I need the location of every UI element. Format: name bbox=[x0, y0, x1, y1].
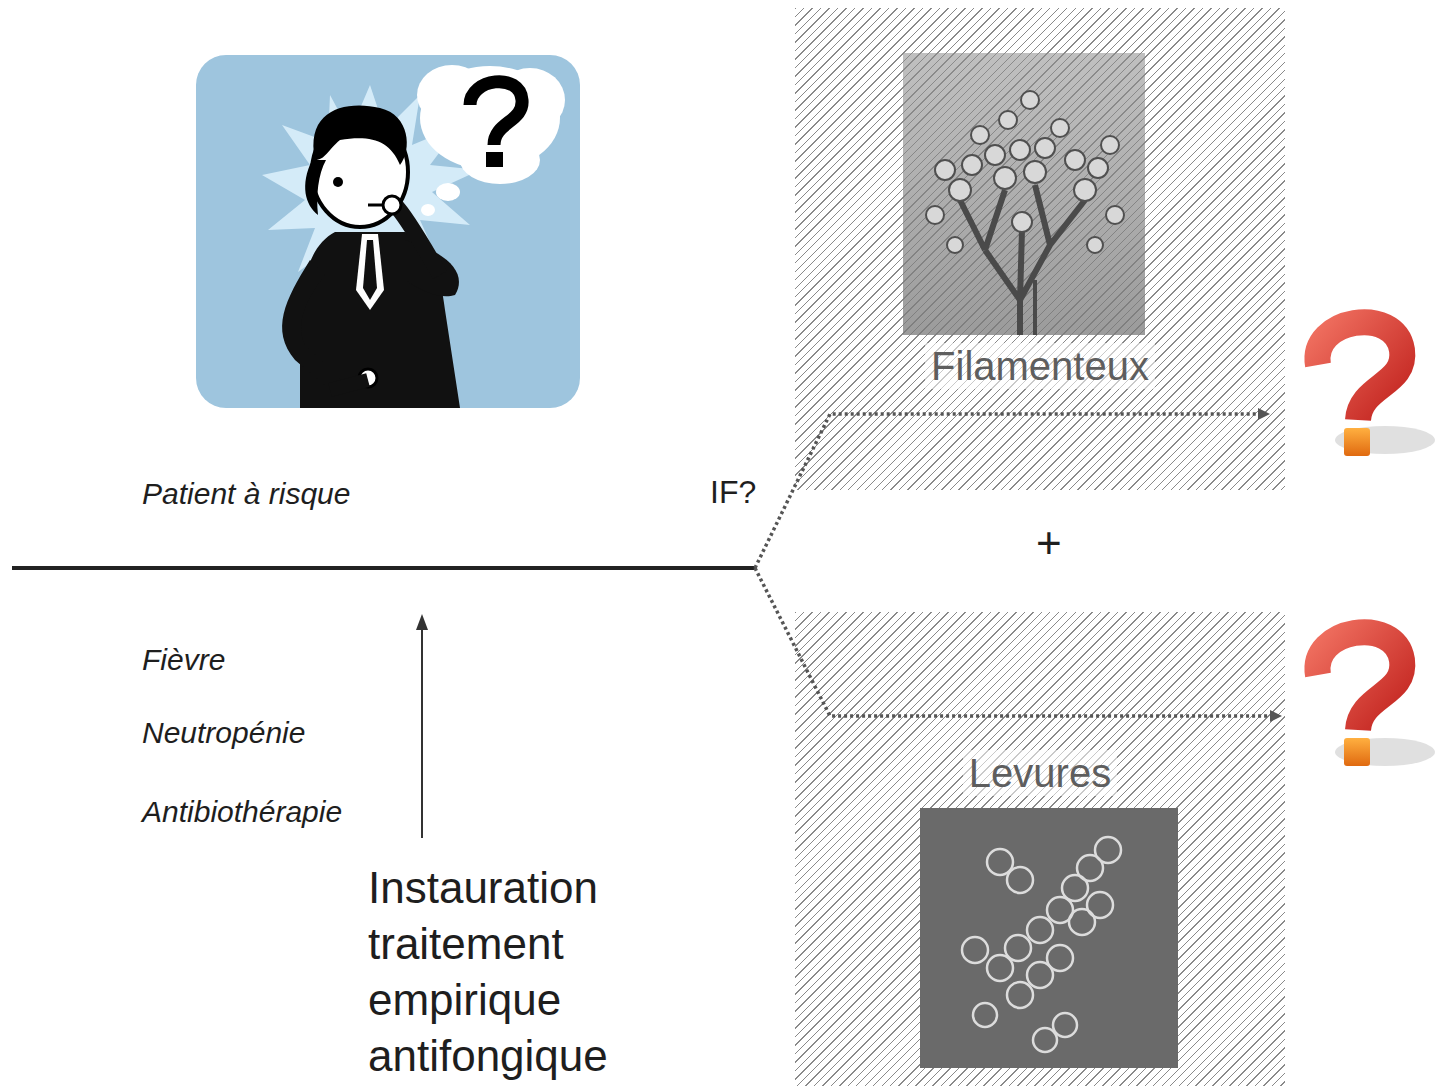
question-label: IF? bbox=[710, 474, 756, 511]
timeline bbox=[12, 566, 755, 570]
treatment-note: Instauration traitement empirique antifo… bbox=[368, 860, 668, 1084]
risk-factor: Neutropénie bbox=[142, 716, 305, 750]
question-mark-icon bbox=[1317, 632, 1435, 766]
caption-text: Patient à risque bbox=[142, 477, 350, 511]
mould-picture bbox=[903, 53, 1145, 335]
box-line: Levures bbox=[795, 750, 1285, 796]
branch-arrows bbox=[755, 408, 1282, 722]
thinking-person-clipart bbox=[196, 55, 580, 408]
risk-factor: Antibiothérapie bbox=[142, 795, 342, 829]
yeast-picture bbox=[920, 808, 1178, 1068]
box-line: Filamenteux bbox=[795, 343, 1285, 389]
plus-sign: + bbox=[1036, 518, 1062, 568]
question-mark-icon bbox=[1317, 322, 1435, 456]
up-arrow bbox=[416, 614, 428, 838]
box-label: Levures bbox=[963, 750, 1117, 796]
box-label: Filamenteux bbox=[925, 343, 1155, 389]
risk-factor: Fièvre bbox=[142, 643, 225, 677]
